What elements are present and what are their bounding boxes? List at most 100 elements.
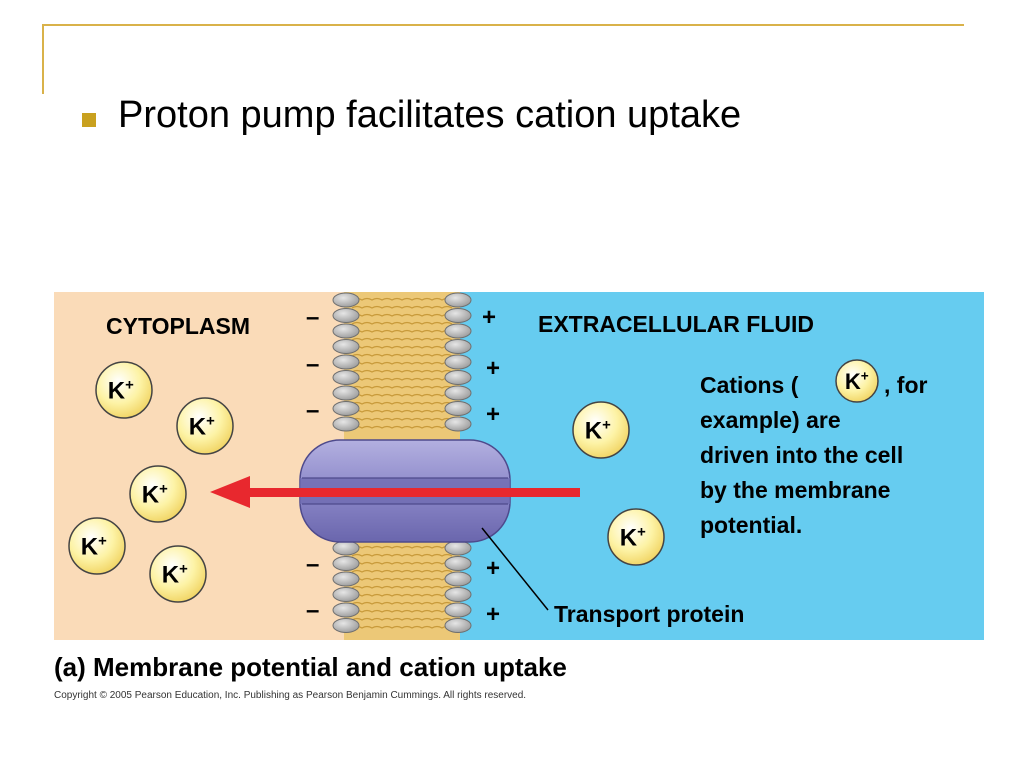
positive-charge-sign: + xyxy=(486,401,500,428)
lipid-tail-line xyxy=(351,617,453,621)
extracellular-region xyxy=(460,292,984,640)
description-line-4: by the membrane xyxy=(700,477,890,503)
negative-charge-sign: – xyxy=(306,397,319,424)
phospholipid-head xyxy=(332,540,360,556)
phospholipid-head xyxy=(444,385,472,401)
positive-charge-sign: + xyxy=(486,601,500,628)
transport-protein-label: Transport protein xyxy=(554,601,744,627)
phospholipid-head xyxy=(444,571,472,587)
potassium-ion: K+ xyxy=(129,465,187,523)
description-line-1a: Cations ( xyxy=(700,372,799,398)
ion-circle xyxy=(68,517,126,575)
phospholipid-head xyxy=(444,292,472,308)
lipid-tail-line xyxy=(351,329,453,333)
lipid-tail-line xyxy=(351,401,453,405)
phospholipid-head xyxy=(332,323,360,339)
phospholipid-head xyxy=(332,385,360,401)
ion-flow-arrow xyxy=(210,476,580,508)
membrane-charges: – – – – – + + + + + xyxy=(306,304,500,628)
lipid-tail-line xyxy=(351,417,453,421)
phospholipid-head xyxy=(332,571,360,587)
lipid-tail-line xyxy=(351,353,453,357)
lipid-tail-line xyxy=(351,297,453,301)
slide-frame-left-line xyxy=(42,24,44,94)
cytoplasm-label: CYTOPLASM xyxy=(106,313,250,339)
phospholipid-head xyxy=(332,587,360,602)
lipid-tail-line xyxy=(351,561,453,565)
lipid-tails xyxy=(351,297,453,629)
ion-circle xyxy=(835,359,879,403)
ion-circle xyxy=(129,465,187,523)
lipid-tail-line xyxy=(351,545,453,549)
phospholipid-head xyxy=(332,354,360,370)
negative-charge-sign: – xyxy=(306,351,319,378)
ion-circle xyxy=(607,508,665,566)
phospholipid-head xyxy=(444,370,472,385)
phospholipid-head xyxy=(332,370,360,385)
phospholipid-head xyxy=(444,602,472,618)
positive-charge-sign: + xyxy=(482,304,496,331)
negative-charge-sign: – xyxy=(306,597,319,624)
description-line-2: example) are xyxy=(700,407,841,433)
phospholipid-head xyxy=(444,401,472,416)
phospholipid-head xyxy=(332,292,360,308)
ion-circle xyxy=(95,361,153,419)
lipid-tail-line xyxy=(351,553,453,557)
lipid-tail-line xyxy=(351,369,453,373)
negative-charge-sign: – xyxy=(306,304,319,331)
lipid-tail-line xyxy=(351,377,453,381)
potassium-ion-inline: K+ xyxy=(835,359,879,403)
lipid-tail-line xyxy=(351,585,453,589)
negative-charge-sign: – xyxy=(306,551,319,578)
extracellular-label: EXTRACELLULAR FLUID xyxy=(538,311,814,337)
phospholipid-head xyxy=(332,602,360,618)
description-line-3: driven into the cell xyxy=(700,442,903,468)
ion-symbol: K+ xyxy=(142,482,168,509)
lipid-tail-line xyxy=(351,321,453,325)
transport-protein-leader-line xyxy=(481,527,549,611)
lipid-tail-line xyxy=(351,409,453,413)
lipid-tail-line xyxy=(351,601,453,605)
description-line-1b: , for xyxy=(884,372,927,398)
potassium-ion: K+ xyxy=(176,397,234,455)
description-text: Cations ( , for example) are driven into… xyxy=(700,372,927,538)
lipid-tail-line xyxy=(351,593,453,597)
phospholipid-head xyxy=(332,401,360,416)
lipid-tail-line xyxy=(351,393,453,397)
figure-caption: (a) Membrane potential and cation uptake xyxy=(54,652,567,683)
potassium-ion: K+ xyxy=(68,517,126,575)
phospholipid-head xyxy=(332,339,360,354)
description-line-5: potential. xyxy=(700,512,802,538)
bullet-square-icon xyxy=(82,113,96,127)
ion-circle xyxy=(572,401,630,459)
positive-charge-sign: + xyxy=(486,355,500,382)
positive-charge-sign: + xyxy=(486,555,500,582)
lipid-tail-line xyxy=(351,569,453,573)
phospholipid-heads xyxy=(332,292,472,633)
potassium-ion: K+ xyxy=(607,508,665,566)
lipid-tail-line xyxy=(351,361,453,365)
lipid-tail-line xyxy=(351,345,453,349)
potassium-ion: K+ xyxy=(572,401,630,459)
phospholipid-head xyxy=(444,540,472,556)
phospholipid-head xyxy=(444,354,472,370)
lipid-tail-line xyxy=(351,577,453,581)
phospholipid-head xyxy=(444,323,472,339)
phospholipid-head xyxy=(332,308,360,323)
potassium-ion: K+ xyxy=(149,545,207,603)
lipid-tail-line xyxy=(351,625,453,629)
lipid-tail-line xyxy=(351,337,453,341)
ion-circle xyxy=(176,397,234,455)
phospholipid-head xyxy=(444,339,472,354)
phospholipid-head xyxy=(332,556,360,571)
slide-frame-top-line xyxy=(42,24,964,26)
caption-text: Membrane potential and cation uptake xyxy=(93,652,567,682)
slide-title: Proton pump facilitates cation uptake xyxy=(118,94,742,136)
ion-circle xyxy=(149,545,207,603)
lipid-tail-line xyxy=(351,305,453,309)
phospholipid-head xyxy=(444,587,472,602)
lipid-tail-line xyxy=(351,425,453,429)
potassium-ion: K+ xyxy=(95,361,153,419)
potassium-ions: K+ K+ K+ K+ K+ K+ K+ K+ xyxy=(68,359,879,603)
